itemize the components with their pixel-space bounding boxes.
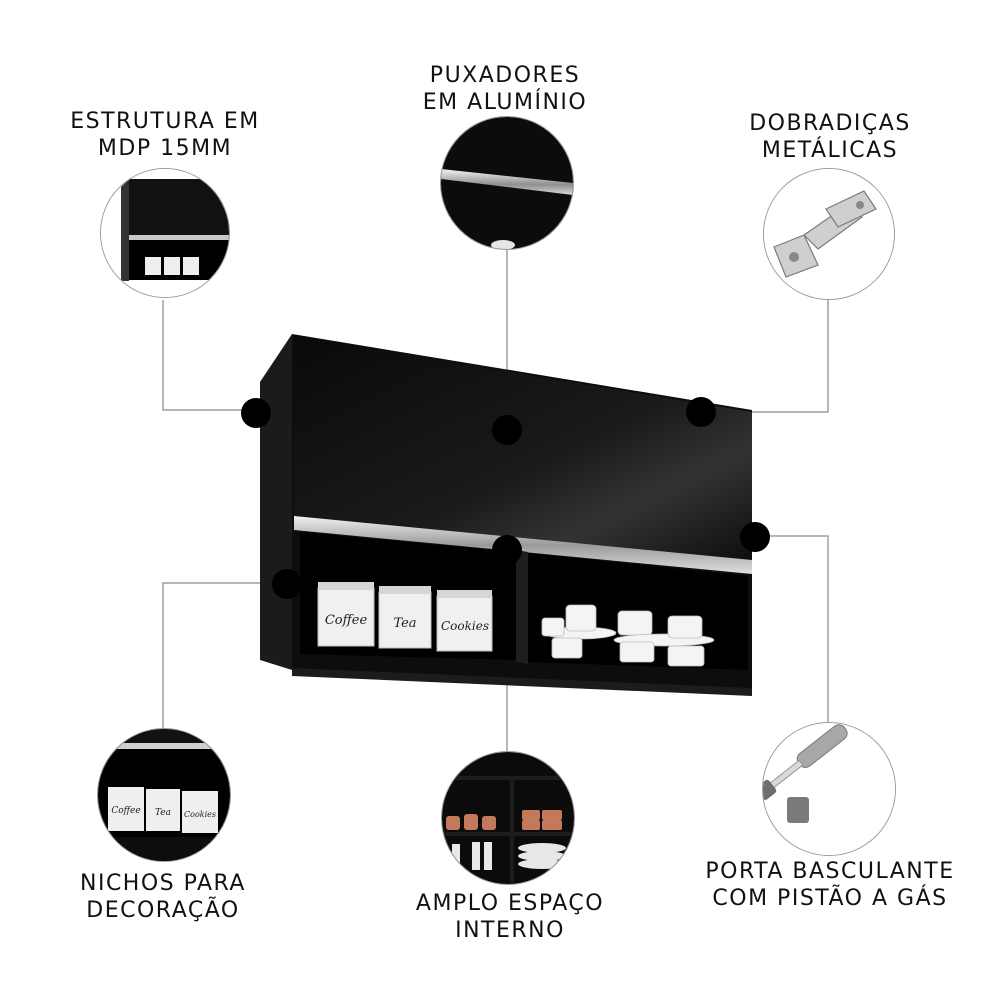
label-door-line1: PORTA BASCULANTE — [705, 859, 955, 884]
gas-piston-icon — [763, 723, 895, 855]
niche-tea-label: Tea — [155, 808, 171, 818]
connector-niches — [162, 582, 288, 730]
detail-door-circle — [762, 722, 896, 856]
detail-space-circle — [441, 751, 575, 885]
canisters: Coffee Tea Cookies — [317, 582, 493, 652]
niche-cookies-label: Cookies — [184, 810, 216, 819]
aluminium-handle — [294, 516, 752, 574]
connector-structure — [162, 300, 258, 411]
detail-handles-circle — [440, 116, 574, 250]
feature-dots — [241, 397, 770, 599]
label-space-line2: INTERNO — [455, 918, 565, 943]
label-space-line1: AMPLO ESPAÇO — [415, 891, 605, 916]
label-space: AMPLO ESPAÇO INTERNO — [405, 890, 615, 944]
tilt-door — [294, 336, 752, 560]
label-structure-line2: MDP 15MM — [97, 136, 233, 161]
label-handles-line2: EM ALUMÍNIO — [422, 90, 588, 115]
cups — [541, 604, 715, 667]
canister-cookies-label: Cookies — [441, 619, 489, 633]
label-niches-line2: DECORAÇÃO — [86, 898, 240, 923]
label-door: PORTA BASCULANTE COM PISTÃO A GÁS — [700, 858, 960, 912]
label-hinges-line1: DOBRADIÇAS — [749, 111, 911, 136]
label-door-line2: COM PISTÃO A GÁS — [712, 886, 948, 911]
detail-structure-circle — [100, 168, 230, 298]
label-hinges: DOBRADIÇAS METÁLICAS — [735, 110, 925, 164]
connector-door — [756, 535, 829, 725]
connector-hinges — [702, 300, 829, 413]
canister-coffee-label: Coffee — [325, 613, 368, 628]
label-handles: PUXADORES EM ALUMÍNIO — [400, 62, 610, 116]
label-niches-line1: NICHOS PARA — [80, 871, 246, 896]
label-handles-line1: PUXADORES — [429, 63, 581, 88]
cabinet: Coffee Tea Cookies — [241, 334, 770, 696]
detail-hinges-circle — [763, 168, 895, 300]
label-structure-line1: ESTRUTURA EM — [70, 109, 260, 134]
label-niches: NICHOS PARA DECORAÇÃO — [68, 870, 258, 924]
label-structure: ESTRUTURA EM MDP 15MM — [70, 108, 260, 162]
label-hinges-line2: METÁLICAS — [761, 138, 899, 163]
niche-coffee-label: Coffee — [111, 806, 140, 816]
detail-niches-circle: Coffee Tea Cookies — [97, 728, 231, 862]
canister-tea-label: Tea — [393, 616, 416, 631]
hinge-icon — [764, 169, 894, 299]
